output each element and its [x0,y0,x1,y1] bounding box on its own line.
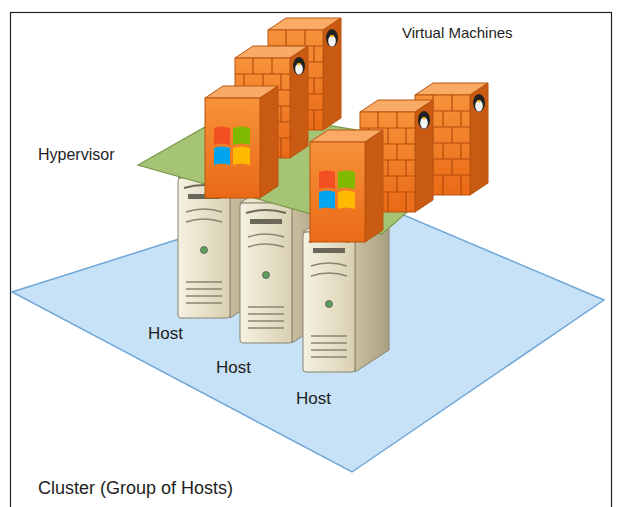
caption-label: Cluster (Group of Hosts) [38,478,233,499]
layer-label: Hypervisor [38,146,114,164]
host-label: Host [216,358,251,378]
host-label: Host [148,324,183,344]
vm-box [310,130,383,242]
host-label: Host [296,389,331,409]
figure-frame [11,13,612,507]
cluster-plane [12,188,604,472]
vm-box [205,86,278,198]
group-label: Virtual Machines [402,24,513,41]
